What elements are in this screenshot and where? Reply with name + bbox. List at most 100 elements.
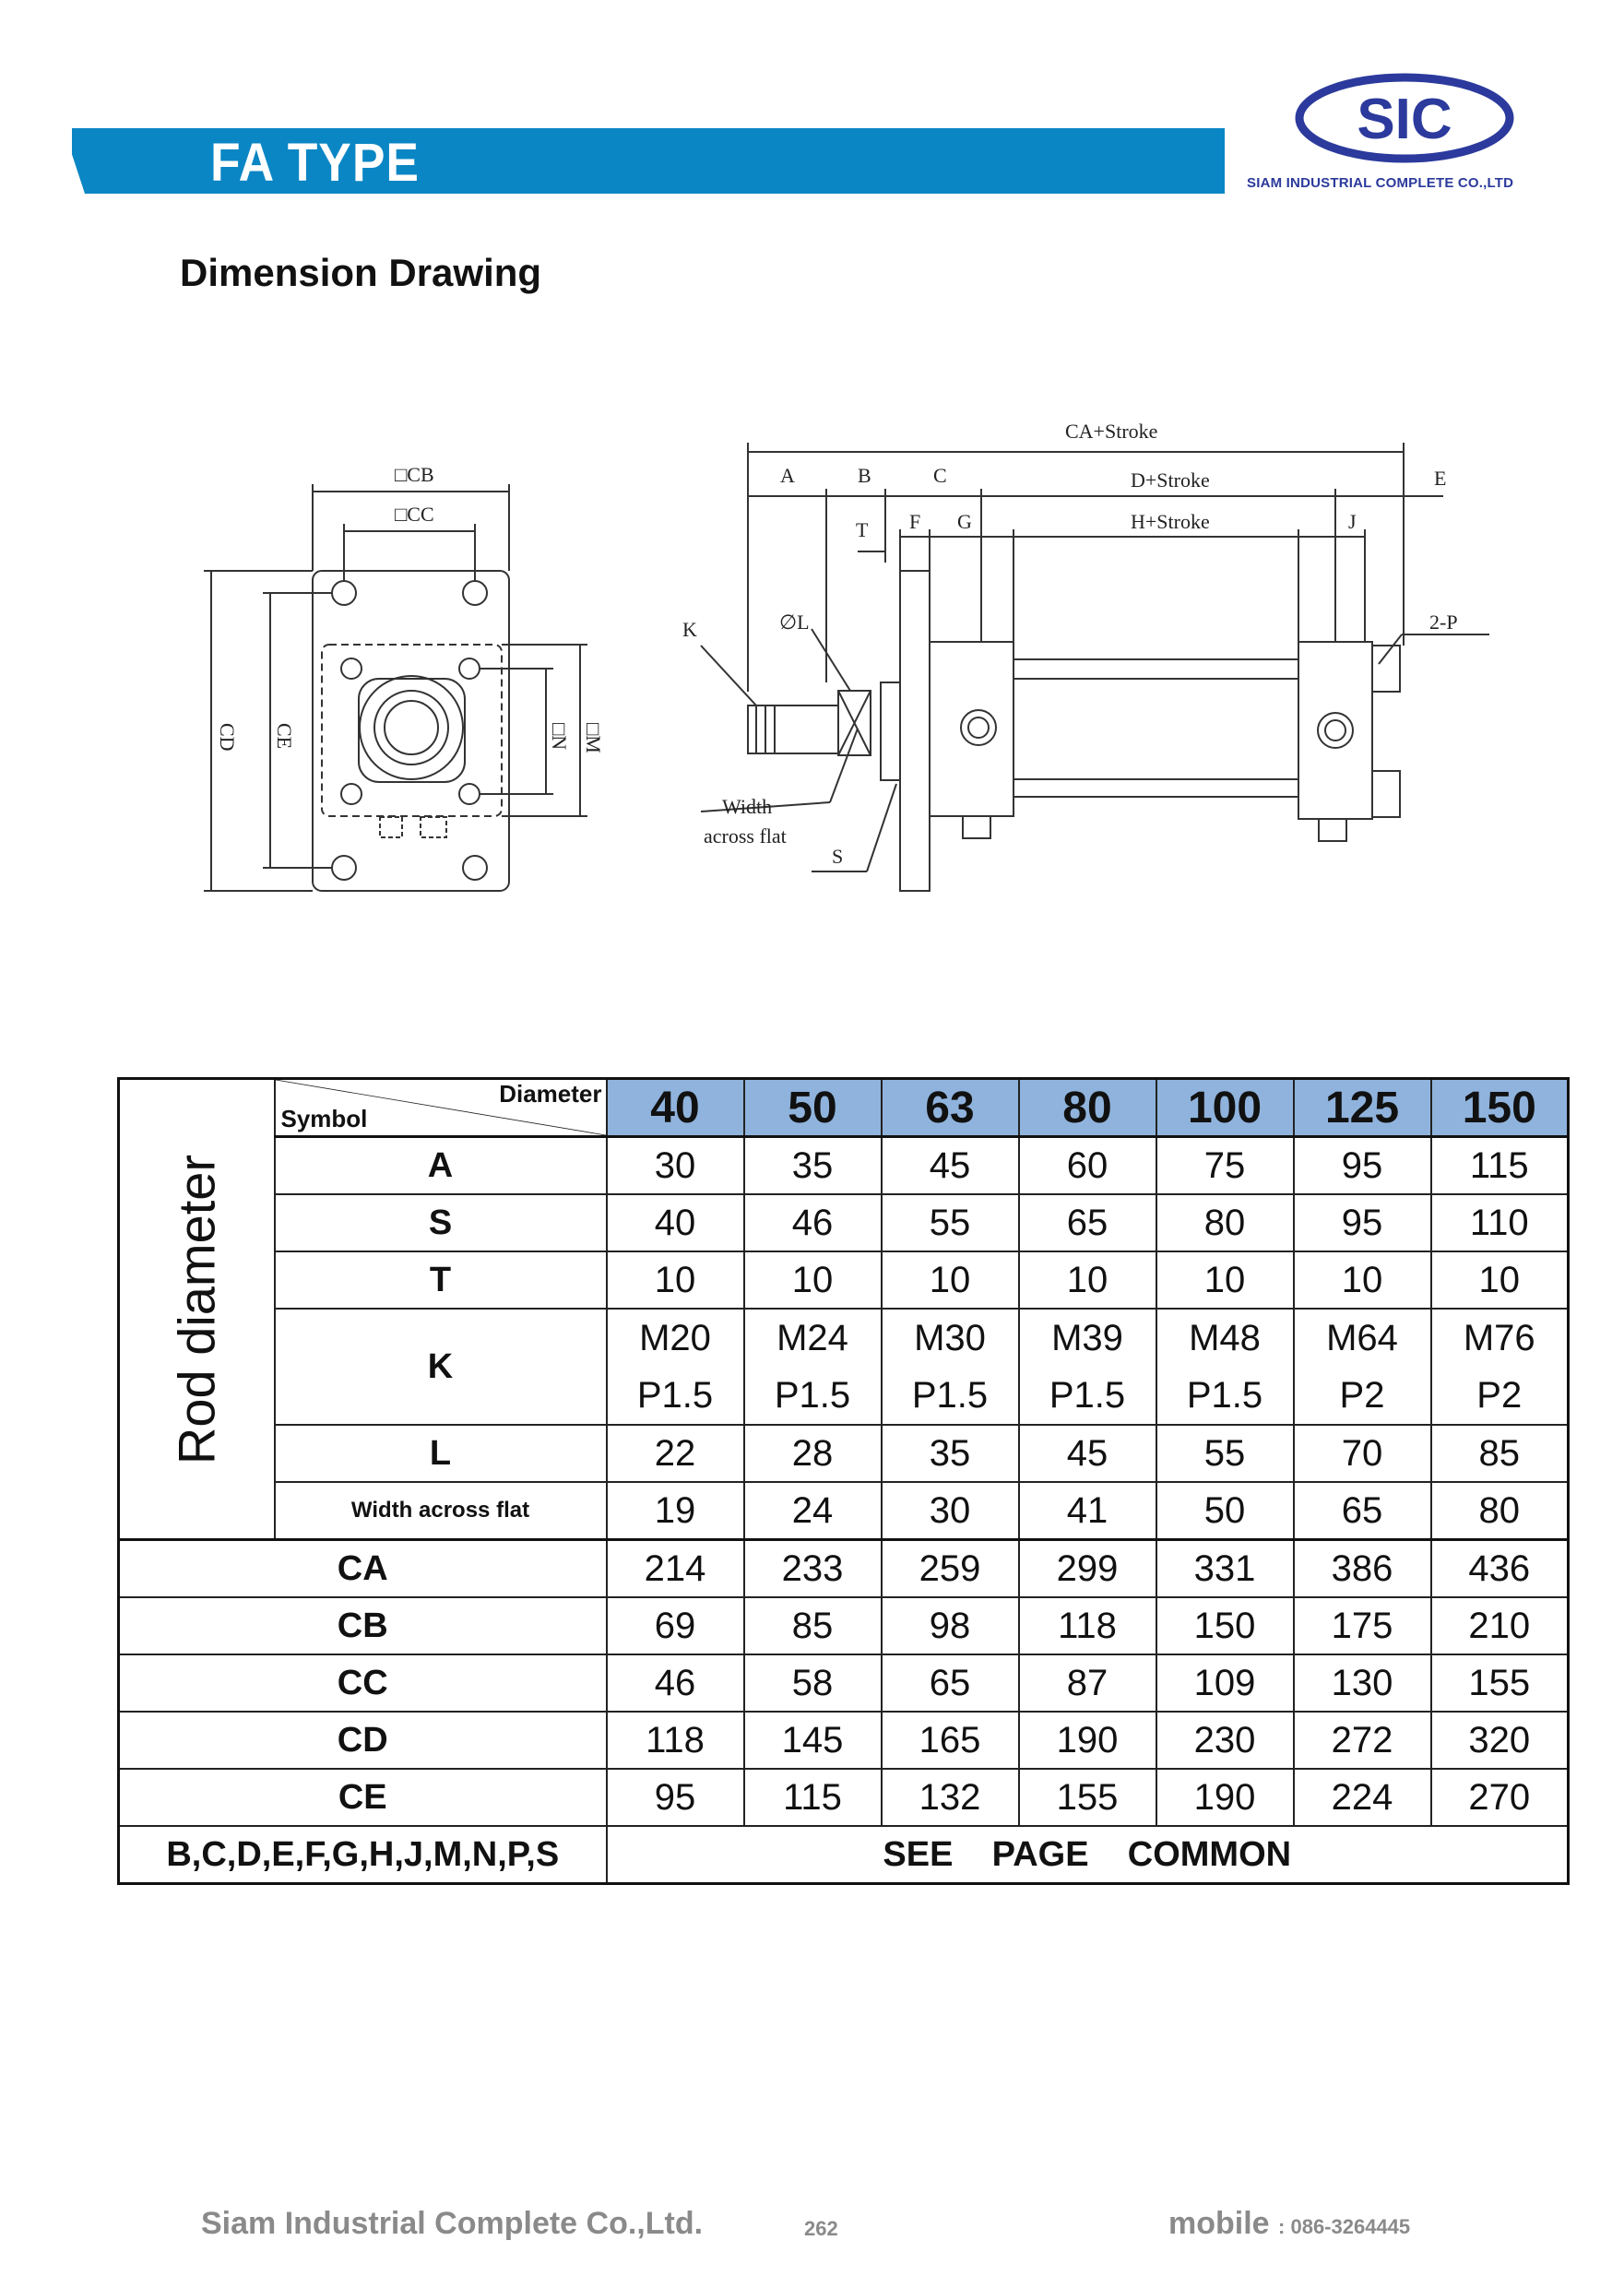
value-cell: 60 (1017, 1135, 1157, 1195)
value-cell: 10 (742, 1251, 883, 1310)
value-cell: 165 (880, 1711, 1020, 1770)
value-cell: 10 (1292, 1251, 1432, 1310)
thread-spec: P1.5 (636, 1375, 714, 1416)
diameter-header: 50 (742, 1077, 883, 1138)
value-cell: 132 (880, 1768, 1020, 1827)
value-cell: 155 (1017, 1768, 1157, 1827)
front-view (204, 484, 587, 892)
value-cell: 145 (742, 1711, 883, 1770)
value-cell: 55 (1155, 1424, 1295, 1483)
value-cell: 230 (1155, 1711, 1295, 1770)
value-cell: 46 (605, 1654, 745, 1713)
thread-spec: P1.5 (911, 1375, 989, 1416)
value-cell: 110 (1429, 1193, 1570, 1252)
value-cell: 259 (880, 1538, 1020, 1598)
common-symbols-cell: B,C,D,E,F,G,H,J,M,N,P,S (117, 1825, 608, 1885)
symbol-label: Symbol (280, 1105, 368, 1132)
value-cell: 65 (1292, 1481, 1432, 1541)
value-cell: 224 (1292, 1768, 1432, 1827)
thread-spec: P2 (1476, 1375, 1523, 1416)
value-cell: 386 (1292, 1538, 1432, 1598)
diameter-header: 150 (1429, 1077, 1570, 1138)
thread-spec: P1.5 (1049, 1375, 1126, 1416)
value-cell: 115 (742, 1768, 883, 1827)
rod-diameter-cell: Rod diameter (117, 1077, 276, 1541)
svg-text:across flat: across flat (704, 824, 787, 848)
value-cell: 69 (605, 1596, 745, 1655)
value-cell: 118 (1017, 1596, 1157, 1655)
thread-spec: M24 (776, 1318, 848, 1358)
value-cell: 272 (1292, 1711, 1432, 1770)
value-cell: 45 (880, 1135, 1020, 1195)
diameter-label: Diameter (499, 1080, 602, 1108)
svg-text:T: T (856, 518, 869, 541)
value-cell: 98 (880, 1596, 1020, 1655)
diameter-header: 100 (1155, 1077, 1295, 1138)
value-cell: 155 (1429, 1654, 1570, 1713)
svg-text:S: S (832, 845, 843, 868)
value-cell: 10 (1155, 1251, 1295, 1310)
svg-text:A: A (780, 464, 795, 487)
thread-spec: M48 (1189, 1318, 1261, 1358)
value-cell: 85 (742, 1596, 883, 1655)
rod-diameter-label: Rod diameter (167, 1154, 226, 1464)
mobile-label: mobile (1168, 2206, 1270, 2241)
svg-text:G: G (957, 510, 972, 533)
value-cell: 19 (605, 1481, 745, 1541)
value-cell: 65 (1017, 1193, 1157, 1252)
value-cell: 45 (1017, 1424, 1157, 1483)
symbol-cell: A (273, 1135, 608, 1195)
value-cell: 87 (1017, 1654, 1157, 1713)
thread-spec: M64 (1326, 1318, 1398, 1358)
value-cell: 109 (1155, 1654, 1295, 1713)
value-cell: 58 (742, 1654, 883, 1713)
value-cell: 150 (1155, 1596, 1295, 1655)
value-cell: 22 (605, 1424, 745, 1483)
symbol-cell: CD (117, 1711, 608, 1770)
svg-text:F: F (909, 510, 920, 533)
svg-text:□CB: □CB (395, 463, 434, 486)
value-cell: 214 (605, 1538, 745, 1598)
thread-spec: P2 (1339, 1375, 1385, 1416)
value-cell: 50 (1155, 1481, 1295, 1541)
value-cell: 95 (605, 1768, 745, 1827)
value-cell: 30 (880, 1481, 1020, 1541)
svg-text:H+Stroke: H+Stroke (1131, 510, 1210, 533)
symbol-cell: Width across flat (273, 1481, 608, 1541)
thread-spec: P1.5 (774, 1375, 851, 1416)
value-cell: 65 (880, 1654, 1020, 1713)
value-cell: 10 (1429, 1251, 1570, 1310)
symbol-cell: CA (117, 1538, 608, 1598)
value-cell: 41 (1017, 1481, 1157, 1541)
sic-logo: SIC (1295, 73, 1514, 163)
thread-spec: M39 (1051, 1318, 1123, 1358)
svg-text:CA+Stroke: CA+Stroke (1065, 420, 1157, 443)
value-cell: 10 (605, 1251, 745, 1310)
symbol-cell: T (273, 1251, 608, 1310)
value-cell: 55 (880, 1193, 1020, 1252)
value-cell: 95 (1292, 1193, 1432, 1252)
value-cell: 190 (1155, 1768, 1295, 1827)
footer-company: Siam Industrial Complete Co.,Ltd. (201, 2206, 704, 2241)
common-note-cell: SEE PAGE COMMON (605, 1825, 1570, 1885)
logo-mark: SIC (1357, 88, 1452, 151)
svg-text:B: B (858, 464, 871, 487)
value-cell: 10 (1017, 1251, 1157, 1310)
value-cell: 320 (1429, 1711, 1570, 1770)
symbol-cell: CE (117, 1768, 608, 1827)
value-cell: 299 (1017, 1538, 1157, 1598)
value-cell: 10 (880, 1251, 1020, 1310)
